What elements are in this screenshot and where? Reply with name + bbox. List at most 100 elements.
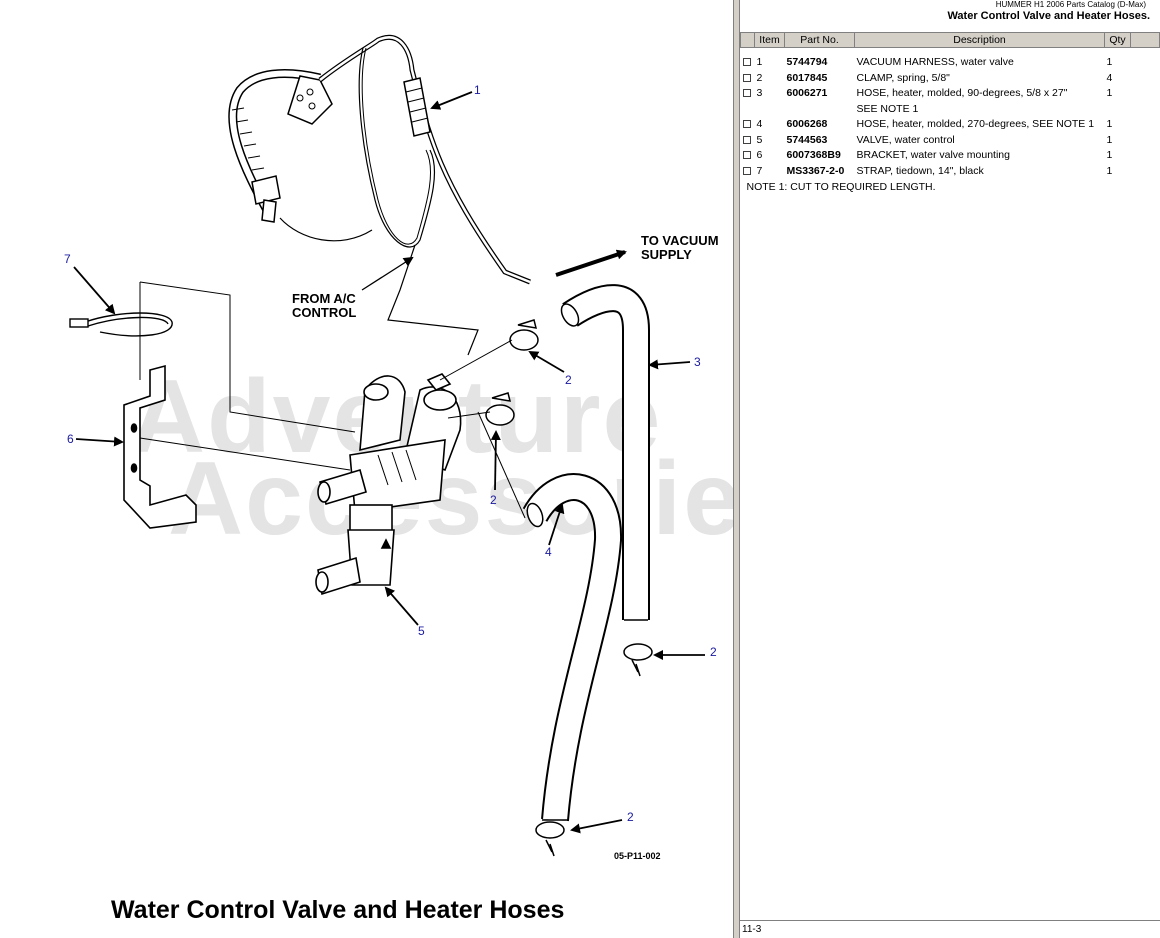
part-number-cell: 6006271 <box>786 87 828 100</box>
from-ac-control-label: FROM A/C CONTROL <box>292 291 357 320</box>
row-checkbox-cell <box>741 48 755 71</box>
row-checkbox[interactable] <box>742 73 751 82</box>
part-number-cell <box>785 102 855 117</box>
vacuum-harness <box>228 34 531 356</box>
row-checkbox-cell <box>741 71 755 87</box>
item-cell: 7 <box>756 164 763 177</box>
row-checkbox[interactable] <box>742 89 751 98</box>
to-vacuum-supply-label: TO VACUUM SUPPLY <box>641 233 719 262</box>
item-cell: 2 <box>756 71 763 84</box>
item-cell: 3 <box>756 87 763 100</box>
description-cell: STRAP, tiedown, 14", black <box>856 164 984 177</box>
callout-item-2d[interactable]: 2 <box>627 810 634 824</box>
item-cell: 4 <box>756 117 763 130</box>
heater-hose-270-degree <box>522 473 622 822</box>
description-cell: HOSE, heater, molded, 270-degrees, SEE N… <box>856 117 1095 130</box>
part-number-cell: 6006268 <box>786 117 828 130</box>
description-cell: HOSE, heater, molded, 90-degrees, 5/8 x … <box>856 87 1068 100</box>
column-header-description[interactable]: Description <box>854 32 1105 48</box>
column-header-part-no[interactable]: Part No. <box>784 32 855 48</box>
callout-item-1[interactable]: 1 <box>474 83 481 97</box>
filler-cell <box>1131 86 1160 102</box>
description-cell: CLAMP, spring, 5/8" <box>856 71 950 84</box>
heater-hose-90-degree <box>560 284 650 621</box>
qty-cell: 1 <box>1106 117 1113 130</box>
callout-item-5[interactable]: 5 <box>418 624 425 638</box>
callout-item-3[interactable]: 3 <box>694 355 701 369</box>
column-header-qty[interactable]: Qty <box>1104 32 1131 48</box>
table-row[interactable]: 5 5744563 VALVE, water control 1 <box>741 133 1160 149</box>
item-cell: 6 <box>756 149 763 162</box>
table-row[interactable]: 7 MS3367-2-0 STRAP, tiedown, 14", black 1 <box>741 164 1160 180</box>
row-checkbox-cell <box>741 117 755 133</box>
exploded-parts-drawing <box>69 34 705 857</box>
column-header-item[interactable]: Item <box>754 32 785 48</box>
row-checkbox-cell <box>741 86 755 102</box>
qty-cell: 1 <box>1106 164 1113 177</box>
parts-list-pane: HUMMER H1 2006 Parts Catalog (D-Max) Wat… <box>740 0 1160 938</box>
row-checkbox[interactable] <box>742 151 751 160</box>
description-cell: SEE NOTE 1 <box>856 103 919 116</box>
callout-item-2a[interactable]: 2 <box>565 373 572 387</box>
filler-cell <box>1131 148 1160 164</box>
qty-cell: 1 <box>1106 149 1113 162</box>
callout-item-6[interactable]: 6 <box>67 432 74 446</box>
diagram-pane: Adventure Accessories <box>64 34 733 924</box>
table-row[interactable]: 1 5744794 VACUUM HARNESS, water valve 1 <box>741 48 1160 71</box>
filler-cell <box>1131 133 1160 149</box>
row-checkbox[interactable] <box>742 58 751 66</box>
part-number-cell: 5744563 <box>786 133 828 146</box>
spring-clamps <box>485 319 653 857</box>
filler-cell <box>1131 117 1160 133</box>
table-row[interactable]: SEE NOTE 1 <box>741 102 1160 117</box>
row-checkbox-cell <box>741 148 755 164</box>
qty-cell <box>1105 102 1131 117</box>
description-cell: VACUUM HARNESS, water valve <box>856 56 1014 68</box>
qty-cell: 4 <box>1106 71 1113 84</box>
parts-page-title: Water Control Valve and Heater Hoses. <box>947 10 1150 22</box>
table-row[interactable]: 3 6006271 HOSE, heater, molded, 90-degrees… <box>741 86 1160 102</box>
part-number-cell: 6007368B9 <box>786 149 841 162</box>
item-cell <box>755 102 785 117</box>
row-checkbox[interactable] <box>742 119 751 128</box>
part-number-cell: 5744794 <box>786 56 828 68</box>
parts-table-header: Item Part No. Description Qty <box>740 32 1160 48</box>
callout-item-2b[interactable]: 2 <box>490 493 497 507</box>
select-column-header <box>740 32 755 48</box>
qty-cell: 1 <box>1106 56 1113 68</box>
filler-cell <box>1131 102 1160 117</box>
callout-item-4[interactable]: 4 <box>545 545 552 559</box>
pane-splitter[interactable] <box>733 0 740 938</box>
table-row[interactable]: 2 6017845 CLAMP, spring, 5/8" 4 <box>741 71 1160 87</box>
filler-cell <box>1131 71 1160 87</box>
description-cell: BRACKET, water valve mounting <box>856 149 1010 162</box>
water-control-valve <box>315 373 462 596</box>
note-text: NOTE 1: CUT TO REQUIRED LENGTH. <box>746 180 936 193</box>
page-number: 11-3 <box>740 920 1160 938</box>
callout-item-7[interactable]: 7 <box>64 252 71 266</box>
note-row: NOTE 1: CUT TO REQUIRED LENGTH. <box>741 180 1160 195</box>
table-row[interactable]: 6 6007368B9 BRACKET, water valve mounting 1 <box>741 148 1160 164</box>
valve-mounting-bracket <box>123 364 197 529</box>
diagram-caption: Water Control Valve and Heater Hoses <box>111 896 565 924</box>
table-row[interactable]: 4 6006268 HOSE, heater, molded, 270-degree… <box>741 117 1160 133</box>
filler-cell <box>1131 164 1160 180</box>
item-cell: 1 <box>756 56 763 68</box>
qty-cell: 1 <box>1106 87 1113 100</box>
row-checkbox[interactable] <box>742 166 751 175</box>
item-cell: 5 <box>756 133 763 146</box>
qty-cell: 1 <box>1106 133 1113 146</box>
filler-cell <box>1131 48 1160 71</box>
column-header-filler <box>1130 32 1160 48</box>
part-number-cell: MS3367-2-0 <box>786 164 845 177</box>
row-checkbox-cell <box>741 164 755 180</box>
description-cell: VALVE, water control <box>856 133 955 146</box>
tiedown-strap <box>69 312 173 337</box>
diagram-code: 05-P11-002 <box>614 851 661 861</box>
part-number-cell: 6017845 <box>786 71 828 84</box>
callout-item-2c[interactable]: 2 <box>710 645 717 659</box>
catalog-header: HUMMER H1 2006 Parts Catalog (D-Max) <box>995 0 1146 9</box>
row-checkbox[interactable] <box>742 135 751 144</box>
row-checkbox-cell <box>741 102 755 117</box>
